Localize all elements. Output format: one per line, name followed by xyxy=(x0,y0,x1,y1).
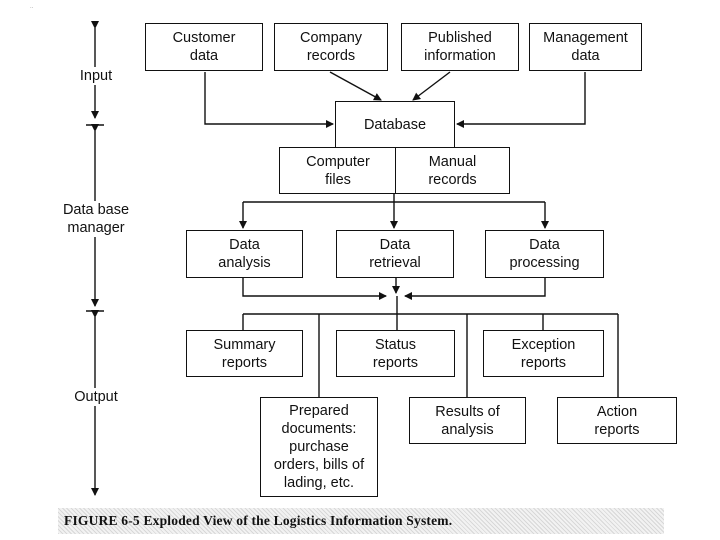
input-management-data: Management data xyxy=(529,23,642,71)
manual-records-box: Manual records xyxy=(395,147,510,194)
analysis-to-merge xyxy=(242,278,387,300)
database-box: Database xyxy=(335,101,455,148)
summary-reports-box: Summary reports xyxy=(186,330,303,377)
results-of-analysis-box: Results of analysis xyxy=(409,397,526,444)
scan-mark: .. xyxy=(30,4,34,10)
data-analysis-box: Data analysis xyxy=(186,230,303,278)
company-to-database xyxy=(329,71,382,101)
action-reports-box: Action reports xyxy=(557,397,677,444)
input-company-records: Company records xyxy=(274,23,388,71)
exception-reports-box: Exception reports xyxy=(483,330,604,377)
data-processing-box: Data processing xyxy=(485,230,604,278)
figure-caption: FIGURE 6-5 Exploded View of the Logistic… xyxy=(58,508,664,534)
input-customer-data: Customer data xyxy=(145,23,263,71)
data-retrieval-box: Data retrieval xyxy=(336,230,454,278)
rail-label-output: Output xyxy=(66,388,126,406)
processing-to-merge xyxy=(404,278,546,300)
rail-label-input: Input xyxy=(70,67,122,85)
status-reports-box: Status reports xyxy=(336,330,455,377)
published-to-database xyxy=(412,71,451,101)
prepared-documents-box: Prepared documents: purchase orders, bil… xyxy=(260,397,378,497)
management-to-database xyxy=(456,72,586,128)
computer-files-box: Computer files xyxy=(279,147,397,194)
input-published-information: Published information xyxy=(401,23,519,71)
customer-to-database xyxy=(204,72,334,128)
rail-label-manager: Data base manager xyxy=(56,201,136,237)
